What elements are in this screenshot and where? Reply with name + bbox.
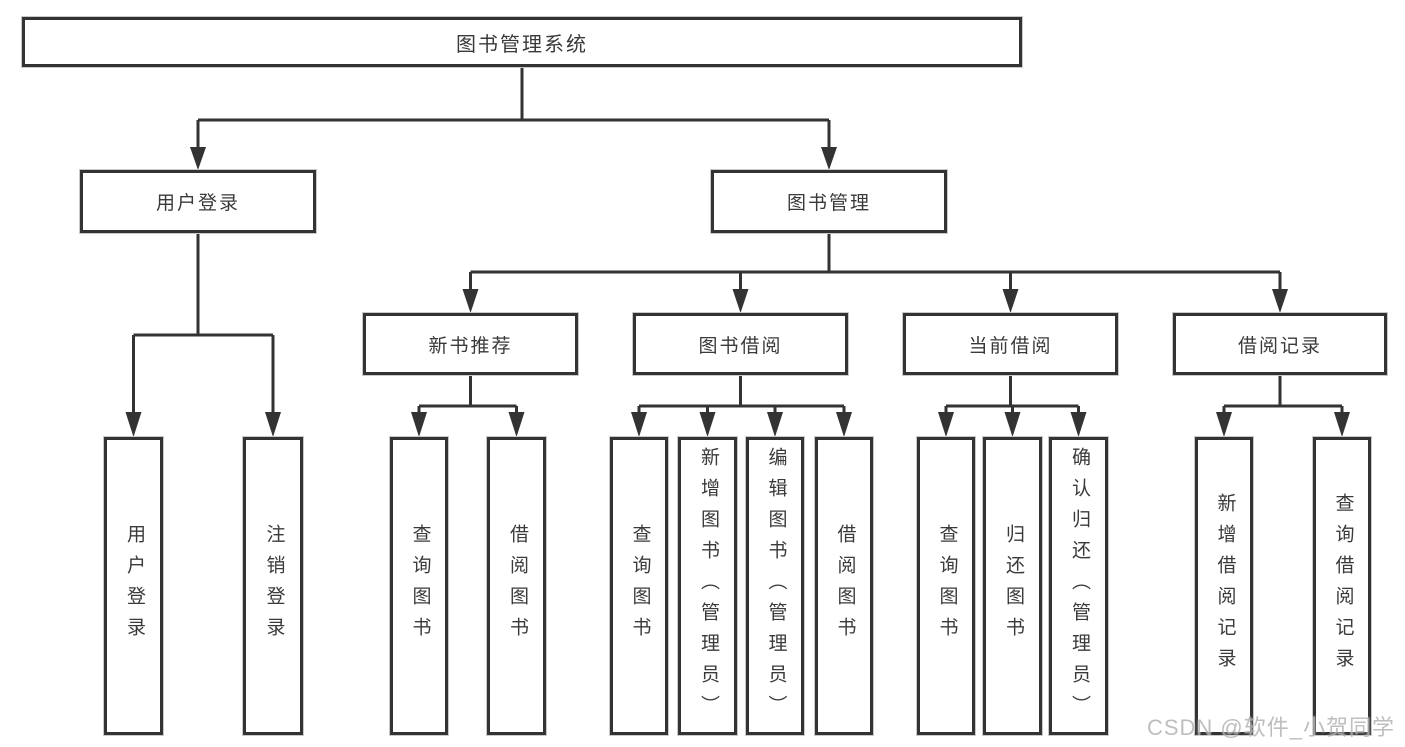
connector-current-borrow-children — [938, 375, 1087, 437]
leaf-query-borrow-record: 查询借阅记录 — [1313, 437, 1371, 735]
leaf-add-book-admin-label: 新增图书（管理员） — [697, 446, 719, 726]
leaf-query-books-current: 查询图书 — [917, 437, 975, 735]
leaf-borrow-books-recommend-label: 借阅图书 — [506, 524, 528, 648]
connector-book-mgmt-sections — [462, 233, 1288, 313]
leaf-query-books-borrow-label: 查询图书 — [629, 524, 651, 648]
leaf-query-books-borrow: 查询图书 — [610, 437, 668, 735]
csdn-watermark: CSDN @软件_小贺同学 — [1146, 715, 1395, 740]
connector-new-book-children — [411, 375, 525, 437]
leaf-borrow-books-label: 借阅图书 — [834, 524, 856, 648]
leaf-logout-label: 注销登录 — [263, 524, 285, 648]
leaf-borrow-books-recommend: 借阅图书 — [487, 437, 546, 735]
leaf-logout: 注销登录 — [243, 437, 303, 735]
node-user-login-label: 用户登录 — [155, 193, 240, 214]
node-new-book-recommend: 新书推荐 — [363, 313, 578, 375]
leaf-user-login-label: 用户登录 — [123, 524, 145, 648]
leaf-query-books-recommend-label: 查询图书 — [409, 524, 431, 648]
connector-root-to-branches — [190, 67, 837, 170]
leaf-query-books-recommend: 查询图书 — [390, 437, 448, 735]
node-root-label: 图书管理系统 — [456, 33, 588, 56]
leaf-edit-book-admin: 编辑图书（管理员） — [746, 437, 804, 735]
node-borrow-records-label: 借阅记录 — [1237, 335, 1322, 357]
connector-borrow-records-children — [1216, 375, 1350, 437]
connector-book-borrow-children — [631, 375, 852, 437]
leaf-edit-book-admin-label: 编辑图书（管理员） — [765, 446, 787, 726]
node-book-management: 图书管理 — [711, 170, 947, 233]
leaf-query-books-current-label: 查询图书 — [936, 524, 958, 648]
leaf-return-book: 归还图书 — [983, 437, 1042, 735]
leaf-confirm-return-admin: 确认归还（管理员） — [1049, 437, 1108, 735]
node-current-borrow-label: 当前借阅 — [968, 335, 1053, 357]
node-current-borrow: 当前借阅 — [903, 313, 1118, 375]
node-borrow-records: 借阅记录 — [1173, 313, 1387, 375]
node-user-login: 用户登录 — [80, 170, 316, 233]
leaf-confirm-return-admin-label: 确认归还（管理员） — [1068, 446, 1090, 726]
leaf-add-borrow-record-label: 新增借阅记录 — [1214, 493, 1236, 679]
node-book-management-label: 图书管理 — [786, 193, 871, 214]
leaf-borrow-books: 借阅图书 — [815, 437, 873, 735]
node-book-borrow-label: 图书借阅 — [698, 335, 783, 357]
leaf-return-book-label: 归还图书 — [1002, 524, 1024, 648]
leaf-add-borrow-record: 新增借阅记录 — [1195, 437, 1253, 735]
node-book-borrow: 图书借阅 — [633, 313, 848, 375]
leaf-query-borrow-record-label: 查询借阅记录 — [1332, 493, 1354, 679]
connector-user-login-children — [125, 233, 281, 437]
node-root-system: 图书管理系统 — [22, 17, 1022, 67]
node-new-book-recommend-label: 新书推荐 — [428, 335, 513, 357]
leaf-user-login: 用户登录 — [104, 437, 163, 735]
leaf-add-book-admin: 新增图书（管理员） — [678, 437, 737, 735]
